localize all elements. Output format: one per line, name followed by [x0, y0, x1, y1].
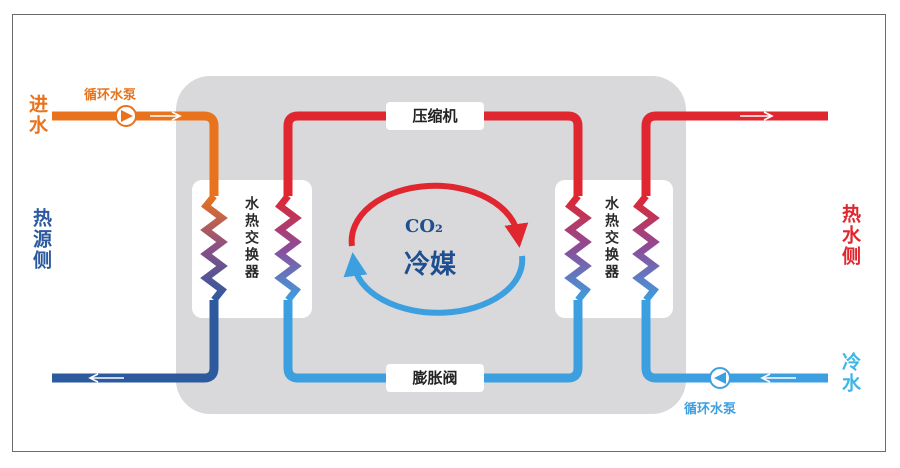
right-heat-exchanger-label: 水热交换器 [603, 196, 619, 281]
compressor-label: 压缩机 [386, 102, 484, 130]
left-heat-exchanger-label: 水热交换器 [243, 196, 259, 281]
cold-water-label: 冷水 [839, 352, 861, 394]
hot-water-outlet-pipe [641, 111, 828, 196]
left-hx-water-coil [200, 193, 228, 303]
heat-source-side-label: 热源侧 [30, 208, 52, 271]
right-hx-refrigerant-coil [564, 193, 592, 303]
expansion-valve-label: 膨胀阀 [386, 364, 484, 392]
refrigerant-label: 冷媒 [404, 250, 457, 280]
cycle-arrow-blue [343, 252, 526, 316]
heat-source-return-pipe [52, 300, 219, 383]
inlet-water-pipe [52, 111, 219, 196]
left-hx-refrigerant-coil [274, 193, 302, 303]
cold-water-inlet-pipe [641, 300, 828, 383]
right-hx-water-coil [632, 193, 660, 303]
refrigerant-formula: CO₂ [405, 216, 443, 237]
right-pump-label: 循环水泵 [684, 402, 737, 417]
hot-water-side-label: 热水侧 [839, 204, 861, 267]
inlet-water-label: 进水 [26, 94, 48, 136]
left-pump-label: 循环水泵 [84, 88, 137, 103]
cycle-arrow-red [348, 182, 529, 248]
heat-pump-unit-box [176, 76, 686, 414]
